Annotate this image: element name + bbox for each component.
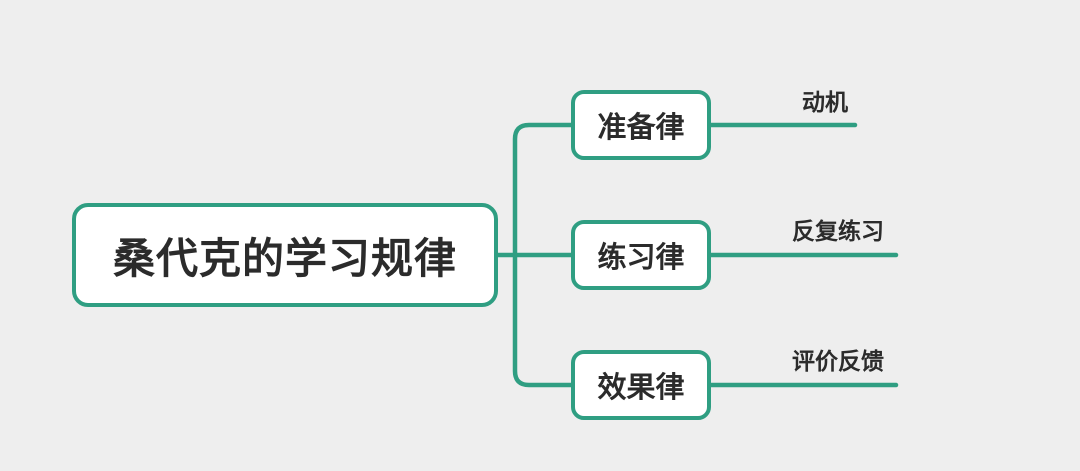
leaf-node-repeated-practice[interactable]: 反复练习 [792, 218, 884, 244]
leaf-node-motivation[interactable]: 动机 [802, 89, 848, 115]
leaf-node-evaluation-feedback[interactable]: 评价反馈 [792, 348, 884, 374]
branch-node-exercise[interactable]: 练习律 [571, 220, 711, 290]
branch-node-effect[interactable]: 效果律 [571, 350, 711, 420]
root-node[interactable]: 桑代克的学习规律 [72, 203, 498, 307]
branch-node-readiness[interactable]: 准备律 [571, 90, 711, 160]
connector-trunk [512, 122, 576, 388]
